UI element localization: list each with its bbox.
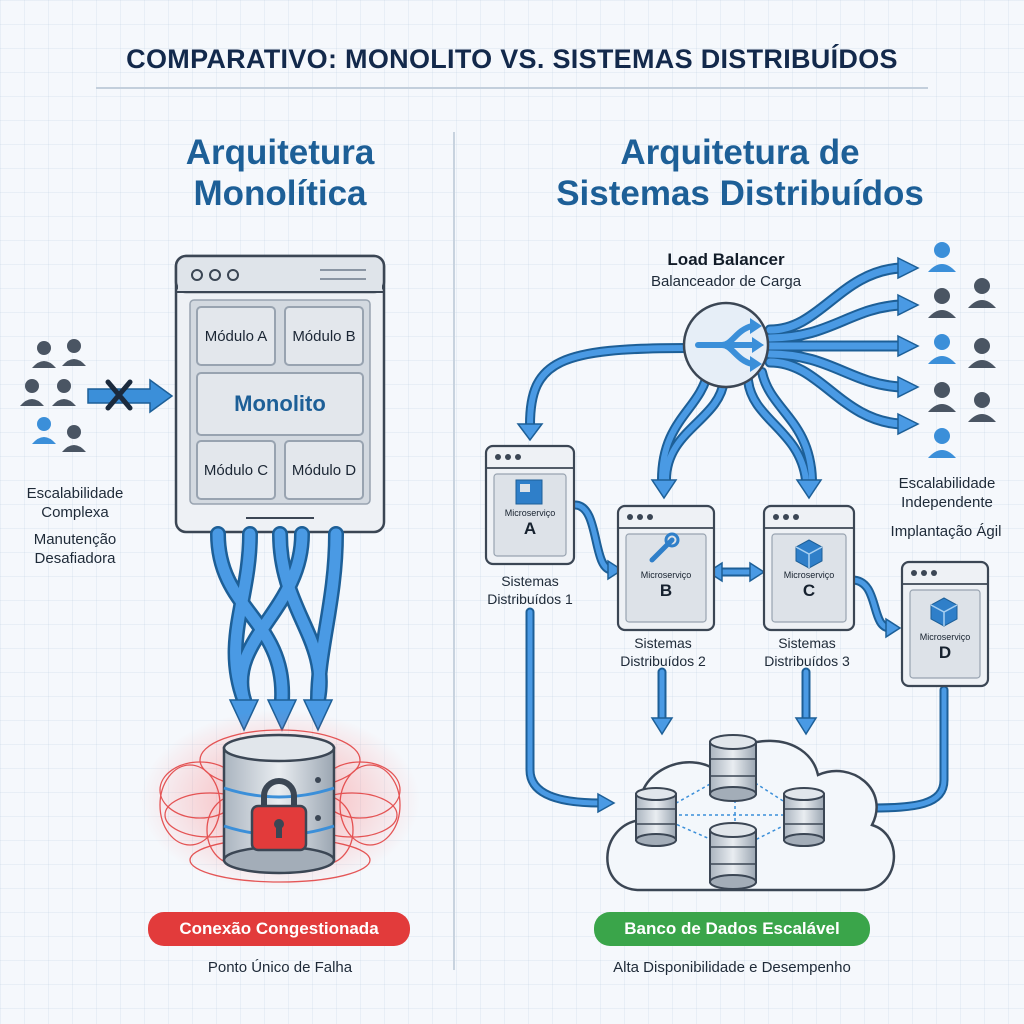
microservice-word: Microserviço [504,508,556,518]
cube-icon [930,597,958,627]
user-icon [32,341,56,368]
load-balancer-subtitle: Balanceador de Carga [650,273,802,290]
scalable-db-badge: Banco de Dados Escalável [594,912,870,946]
lb-to-users-arrows [764,256,920,436]
title-underline [96,87,928,89]
microservice-b-window [616,504,716,632]
database-cloud [606,734,896,892]
database-icon [783,787,825,847]
user-icon [52,379,76,406]
user-icon [928,242,956,272]
problem-line: Escalabilidade [26,485,124,502]
users-group-left [20,339,86,452]
service-c-caption: Sistemas Distribuídos 3 [744,634,870,670]
cube-icon [795,539,823,569]
distributed-heading: Arquitetura de Sistemas Distribuídos [500,132,980,214]
single-point-caption: Ponto Único de Falha [207,959,353,976]
module-b: Módulo B [284,306,364,366]
congested-database [140,710,420,890]
users-group-right [928,242,996,458]
app-icon [515,479,543,505]
microservice-letter: B [659,581,673,600]
microservice-letter: D [938,643,952,662]
microservice-letter: A [523,519,537,538]
caption-line: Sistemas [501,573,559,589]
microservice-word: Microserviço [783,570,835,580]
database-icon [709,822,757,890]
microservice-c-window [762,504,856,632]
benefit-scalability: Escalabilidade Independente [872,474,1022,512]
user-icon [928,428,956,458]
section-divider [453,132,455,970]
microservice-word: Microserviço [919,632,971,642]
wrench-icon [649,532,680,563]
microservice-b-label: Microserviço B [626,570,706,601]
congested-badge: Conexão Congestionada [148,912,410,946]
microservice-d-window [900,560,990,688]
benefit-line: Escalabilidade [898,475,996,492]
microservice-d-label: Microserviço D [910,632,980,663]
user-icon [20,379,44,406]
microservice-word: Microserviço [640,570,692,580]
microservice-c-label: Microserviço C [772,570,846,601]
service-b-caption: Sistemas Distribuídos 2 [600,634,726,670]
user-icon [928,334,956,364]
blocked-arrow [87,378,174,414]
service-a-caption: Sistemas Distribuídos 1 [466,572,594,608]
user-icon [968,278,996,308]
monolith-core: Monolito [196,372,364,436]
caption-line: Sistemas [634,635,692,651]
module-c: Módulo C [196,440,276,500]
problem-maintenance: Manutenção Desafiadora [0,530,150,568]
microservice-letter: C [802,581,816,600]
caption-line: Distribuídos 2 [620,653,706,669]
lb-to-services-arrows [516,343,823,500]
monolith-heading-line1: Arquitetura [185,133,375,172]
availability-caption: Alta Disponibilidade e Desempenho [613,959,851,976]
service-connections [525,500,949,819]
problem-line: Desafiadora [34,550,116,567]
distributed-heading-line2: Sistemas Distribuídos [556,174,924,213]
caption-line: Distribuídos 3 [764,653,850,669]
load-balancer-title: Load Balancer [667,250,785,269]
lock-icon [250,778,308,852]
module-a: Módulo A [196,306,276,366]
problem-scalability: Escalabilidade Complexa [0,484,150,522]
tangled-connections [210,526,344,732]
problem-line: Complexa [41,504,109,521]
caption-line: Distribuídos 1 [487,591,573,607]
user-icon [928,288,956,318]
user-icon [928,382,956,412]
benefit-agile: Implantação Ágil [890,523,1002,540]
user-icon [968,338,996,368]
distributed-heading-line1: Arquitetura de [620,133,860,172]
page-title: COMPARATIVO: MONOLITO VS. SISTEMAS DISTR… [126,44,898,74]
user-icon [62,425,86,452]
load-balancer-icon [682,301,770,389]
module-d: Módulo D [284,440,364,500]
benefit-line: Independente [901,494,993,511]
problem-line: Manutenção [33,531,117,548]
database-icon [709,734,757,802]
caption-line: Sistemas [778,635,836,651]
database-icon [635,787,677,847]
user-icon [32,417,56,444]
user-icon [968,392,996,422]
user-icon [62,339,86,366]
monolith-heading: Arquitetura Monolítica [150,132,410,214]
monolith-heading-line2: Monolítica [193,174,367,213]
microservice-a-label: Microserviço A [494,508,566,539]
microservice-a-window [484,444,576,566]
